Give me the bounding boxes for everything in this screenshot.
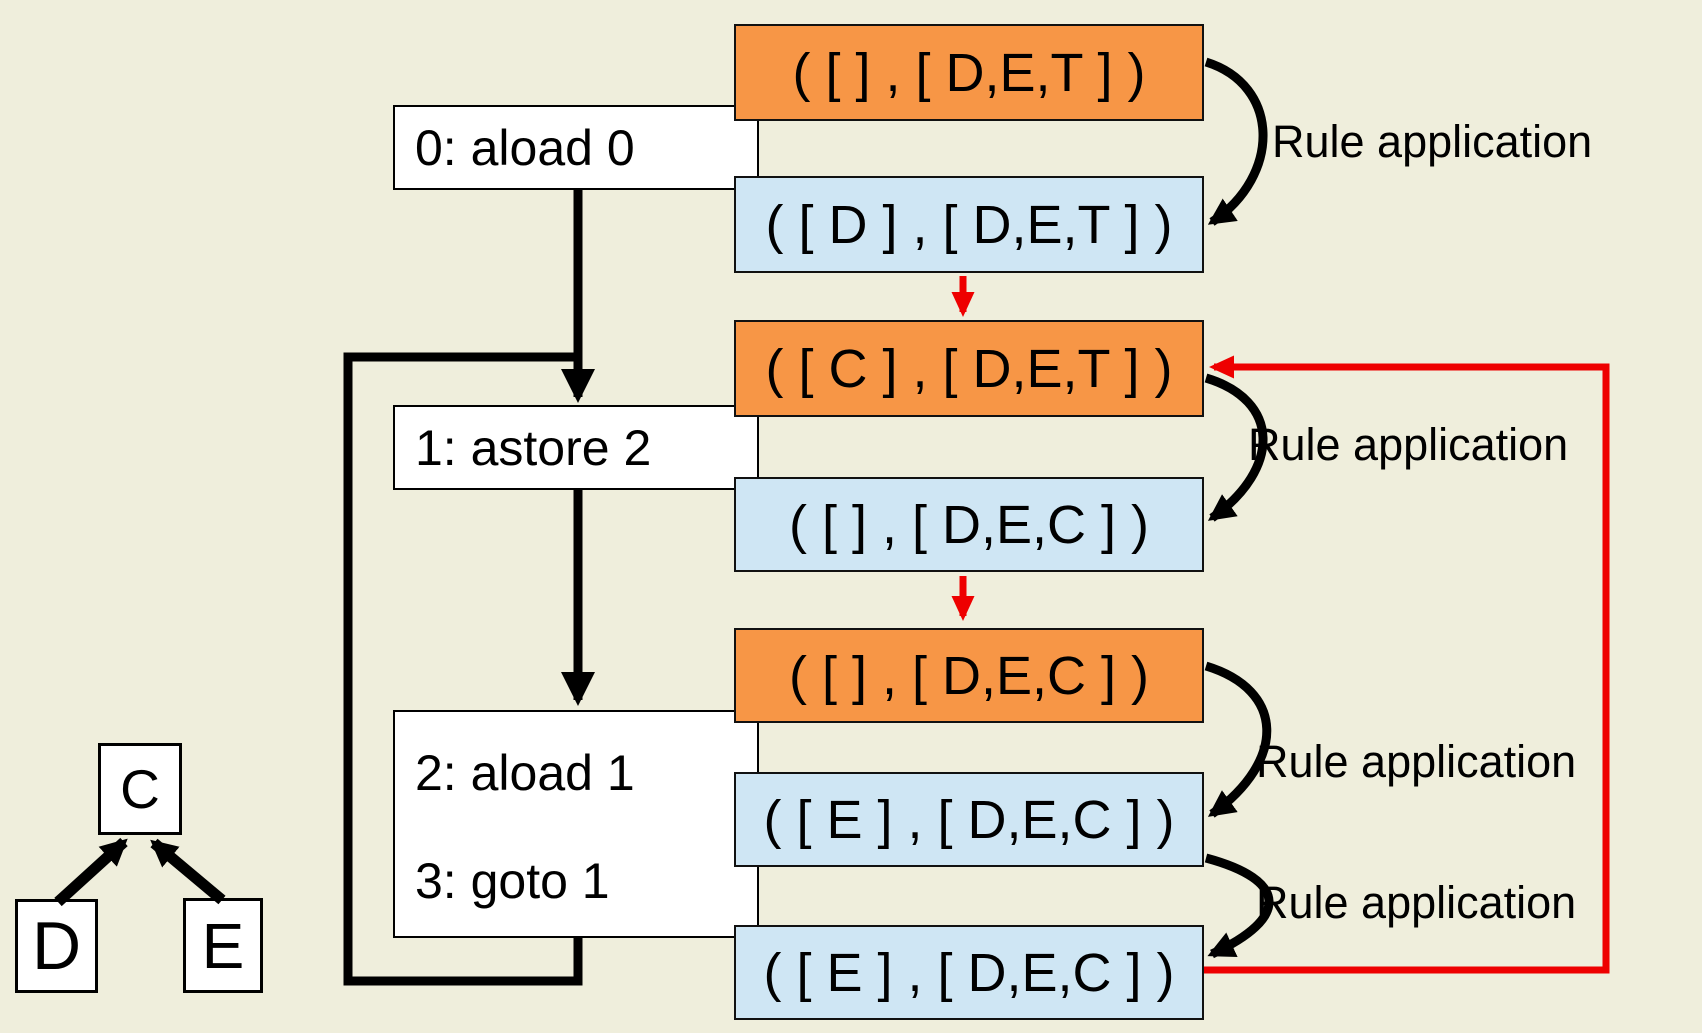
state-box-3: ( [ ] , [ D,E,C ] ) bbox=[734, 477, 1204, 572]
rule-application-label-1: Rule application bbox=[1272, 116, 1593, 167]
rule-application-label-3: Rule application bbox=[1256, 736, 1577, 787]
rule-application-arc-1 bbox=[1204, 57, 1268, 226]
class-box-e: E bbox=[183, 898, 263, 993]
instruction-box-aload0: 0: aload 0 bbox=[393, 105, 759, 190]
state-box-0: ( [ ] , [ D,E,T ] ) bbox=[734, 24, 1204, 121]
state-box-5: ( [ E ] , [ D,E,C ] ) bbox=[734, 772, 1204, 867]
rule-application-label-4: Rule application bbox=[1256, 877, 1577, 928]
instruction-label-aload0: 0: aload 0 bbox=[415, 119, 635, 176]
subclass-arrow-d-to-c bbox=[54, 837, 128, 907]
instruction-label-goto1: 3: goto 1 bbox=[415, 853, 610, 909]
class-box-c: C bbox=[98, 743, 182, 835]
state-box-1: ( [ D ] , [ D,E,T ] ) bbox=[734, 176, 1204, 273]
subclass-arrow-e-to-c bbox=[150, 838, 226, 905]
state-box-6: ( [ E ] , [ D,E,C ] ) bbox=[734, 925, 1204, 1020]
instruction-box-astore2: 1: astore 2 bbox=[393, 405, 759, 490]
state-box-4: ( [ ] , [ D,E,C ] ) bbox=[734, 628, 1204, 723]
instruction-label-aload1: 2: aload 1 bbox=[415, 745, 635, 801]
rule-application-label-2: Rule application bbox=[1248, 419, 1569, 470]
instruction-label-astore2: 1: astore 2 bbox=[415, 419, 652, 476]
state-box-2: ( [ C ] , [ D,E,T ] ) bbox=[734, 320, 1204, 417]
instruction-box-aload1-goto1: 2: aload 1 3: goto 1 bbox=[393, 710, 759, 938]
class-box-d: D bbox=[15, 899, 98, 993]
